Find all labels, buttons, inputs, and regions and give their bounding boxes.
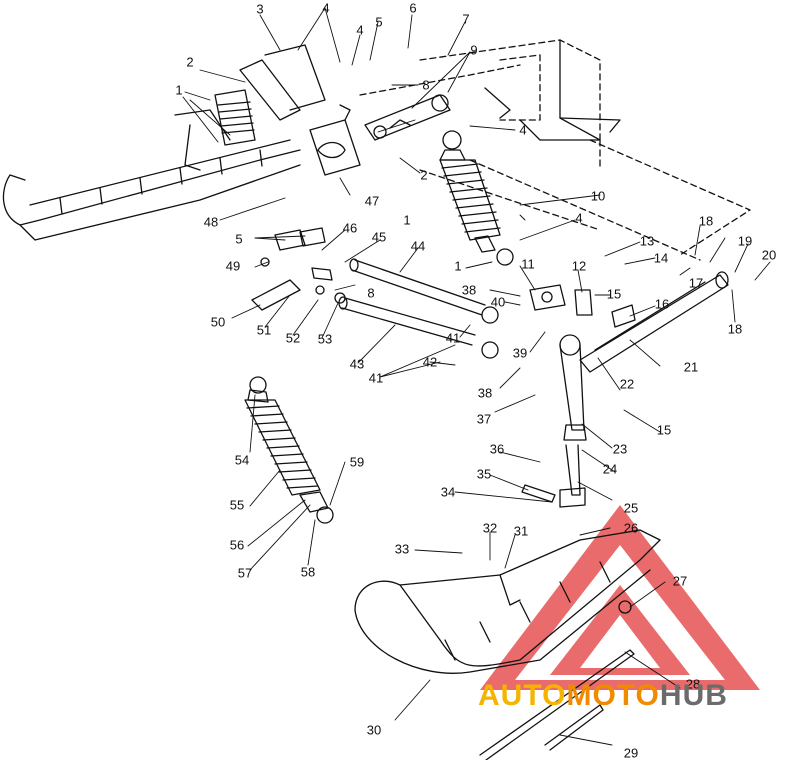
callout-58: 58 <box>300 564 316 580</box>
callout-23: 23 <box>612 441 628 457</box>
callout-4: 4 <box>575 210 583 226</box>
callout-4: 4 <box>356 22 364 38</box>
callout-7: 7 <box>462 11 470 27</box>
ski-spindle <box>521 334 587 508</box>
leader-lines <box>182 7 771 746</box>
callout-34: 34 <box>440 484 456 500</box>
callout-13: 13 <box>639 233 655 249</box>
watermark-auto: AUTO <box>478 679 567 712</box>
callout-27: 27 <box>672 573 688 589</box>
callout-42: 42 <box>422 354 438 370</box>
upper-link <box>364 94 451 141</box>
callout-18: 18 <box>698 213 714 229</box>
callout-18: 18 <box>727 321 743 337</box>
callout-11: 11 <box>521 256 535 272</box>
small-brackets <box>251 227 346 311</box>
callout-15: 15 <box>606 286 622 302</box>
callout-6: 6 <box>409 0 417 16</box>
callout-2: 2 <box>186 54 194 70</box>
callout-35: 35 <box>476 466 492 482</box>
callout-57: 57 <box>237 565 253 581</box>
wear-bars <box>479 649 635 760</box>
callout-52: 52 <box>285 330 301 346</box>
callout-15: 15 <box>656 422 672 438</box>
callout-29: 29 <box>623 745 639 761</box>
callout-1: 1 <box>454 258 462 274</box>
callout-21: 21 <box>683 359 699 375</box>
ski-front <box>354 529 661 674</box>
watermark-triangle <box>480 505 760 690</box>
callout-4: 4 <box>519 122 527 138</box>
callout-43: 43 <box>349 356 365 372</box>
callout-45: 45 <box>371 229 387 245</box>
callout-38: 38 <box>477 385 493 401</box>
tie-rods <box>338 258 499 359</box>
callout-4: 4 <box>322 0 330 16</box>
callout-5: 5 <box>375 14 383 30</box>
callout-22: 22 <box>619 376 635 392</box>
callout-12: 12 <box>571 258 587 274</box>
callout-47: 47 <box>364 193 380 209</box>
callout-41: 41 <box>445 330 461 346</box>
callout-37: 37 <box>476 411 492 427</box>
watermark-hub: HUB <box>659 679 728 712</box>
callout-20: 20 <box>761 247 777 263</box>
callout-39: 39 <box>512 345 528 361</box>
callout-24: 24 <box>602 461 618 477</box>
callout-14: 14 <box>653 250 669 266</box>
ski-rear-left <box>2 109 301 241</box>
shock-center <box>439 130 514 266</box>
callout-28: 28 <box>685 676 701 692</box>
callout-30: 30 <box>366 722 382 738</box>
watermark-logo: AUTOMOTOHUB <box>478 679 728 713</box>
callout-36: 36 <box>489 441 505 457</box>
callout-33: 33 <box>394 541 410 557</box>
callout-25: 25 <box>623 500 639 516</box>
callout-5: 5 <box>235 231 243 247</box>
watermark-moto: MOTO <box>566 679 660 712</box>
frame-outline <box>359 39 751 261</box>
callout-1: 1 <box>403 212 411 228</box>
shock-rear-left <box>214 44 326 146</box>
callout-9: 9 <box>470 42 478 58</box>
callout-38: 38 <box>461 282 477 298</box>
callout-50: 50 <box>210 314 226 330</box>
callout-26: 26 <box>623 520 639 536</box>
callout-8: 8 <box>422 77 430 93</box>
callout-40: 40 <box>490 294 506 310</box>
callout-32: 32 <box>482 520 498 536</box>
callout-54: 54 <box>234 452 250 468</box>
callout-53: 53 <box>317 331 333 347</box>
spindle-bracket <box>529 284 636 328</box>
callout-51: 51 <box>256 322 272 338</box>
callout-31: 31 <box>513 523 529 539</box>
trailing-arm <box>579 271 729 373</box>
frame-rails <box>484 39 621 141</box>
callout-46: 46 <box>342 220 358 236</box>
callout-41: 41 <box>368 370 384 386</box>
shock-loose <box>244 376 334 524</box>
callout-8: 8 <box>367 285 375 301</box>
callout-44: 44 <box>410 238 426 254</box>
callout-3: 3 <box>256 1 264 17</box>
callout-19: 19 <box>737 233 753 249</box>
callout-10: 10 <box>590 188 606 204</box>
callout-55: 55 <box>229 497 245 513</box>
callout-48: 48 <box>203 214 219 230</box>
callout-16: 16 <box>654 296 670 312</box>
callout-17: 17 <box>688 275 704 291</box>
callout-59: 59 <box>349 454 365 470</box>
callout-1: 1 <box>175 82 183 98</box>
center-bracket <box>309 104 361 176</box>
callout-49: 49 <box>225 258 241 274</box>
callout-56: 56 <box>229 537 245 553</box>
callout-2: 2 <box>420 167 428 183</box>
